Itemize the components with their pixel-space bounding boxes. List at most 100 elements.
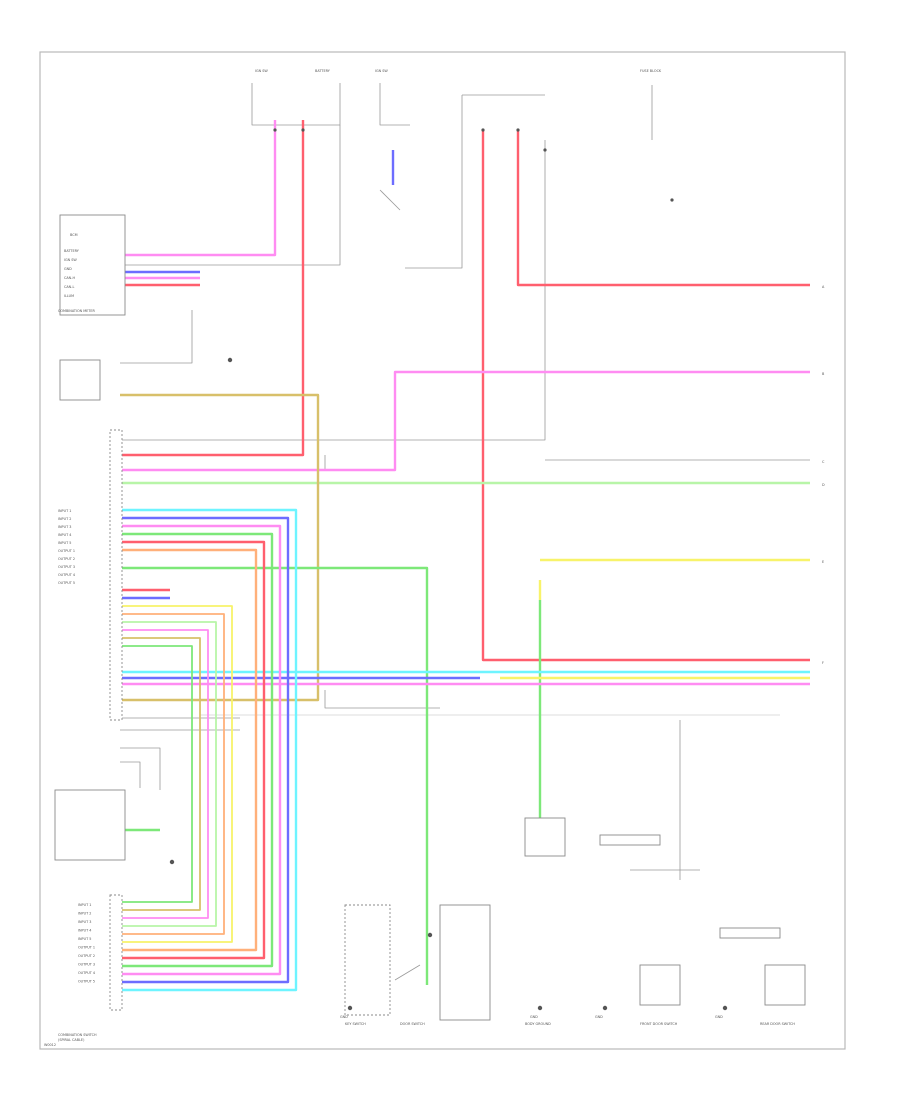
wire-loop-green [120, 532, 274, 968]
switch-bus-4 [120, 761, 141, 788]
ground-point-1 [537, 1005, 543, 1011]
wire-inner-lightgreen [120, 621, 217, 927]
front-door-switch-block [639, 964, 681, 1006]
fuse-label-1: BATTERY [315, 69, 331, 73]
fuse-terminal-5 [543, 148, 547, 152]
ground-point-4 [227, 357, 233, 363]
pin-label-mid-2: INPUT 3 [58, 525, 71, 529]
component-layer [54, 128, 806, 1021]
key-switch-frame [344, 904, 391, 1016]
wire-inner-green [120, 645, 193, 903]
ground-point-6 [427, 932, 433, 938]
pin-label-bottom-5: OUTPUT 1 [78, 946, 95, 950]
pin-label-bottom-4: INPUT 5 [78, 937, 91, 941]
wire-inner-yellow [120, 605, 233, 943]
bottom-label-0: KEY SWITCH [345, 1022, 366, 1026]
bottom-labels: KEY SWITCH DOOR SWITCH BODY GROUND FRONT DO… [340, 1015, 795, 1026]
bottom-label-4: REAR DOOR SWITCH [760, 1022, 795, 1026]
pin-label-top-4: CAN-L [64, 285, 74, 289]
ground-point-0 [347, 1005, 353, 1011]
wire-pink-right [120, 370, 810, 472]
edge-label-2: C [822, 460, 825, 464]
relay-box-outline [405, 95, 463, 269]
diagram-frame [39, 51, 846, 1050]
pin-label-bottom-0: INPUT 1 [78, 903, 91, 907]
relay-contact [379, 189, 401, 211]
left-block-title: COMBINATION METER [58, 309, 96, 313]
wire-inner-tan [120, 637, 201, 911]
wire-loop-blue [120, 516, 290, 984]
footer-code: W0012 [44, 1043, 56, 1047]
wire-red-right-lower [481, 130, 810, 662]
bottom-label-2: BODY GROUND [525, 1022, 551, 1026]
body-control-module-block [524, 817, 566, 857]
ignition-switch-block [59, 359, 101, 401]
wire-tan-loop [120, 393, 320, 702]
pin-label-top-3: CAN-H [64, 276, 75, 280]
pin-label-bottom-6: OUTPUT 2 [78, 954, 95, 958]
edge-label-5: F [822, 661, 824, 665]
ground-label-1: GND [530, 1015, 538, 1019]
wire-inner-orange [120, 613, 225, 935]
wire-layer [61, 83, 810, 992]
pin-label-top-5: ILLUM [64, 294, 74, 298]
combination-switch-sublabel: (SPIRAL CABLE) [58, 1038, 85, 1042]
fuse-terminal-1 [481, 128, 485, 132]
lower-mid-branch [324, 690, 440, 709]
pin-label-mid-7: OUTPUT 3 [58, 565, 75, 569]
pin-label-mid-6: OUTPUT 2 [58, 557, 75, 561]
pin-label-top-1: IGN SW [64, 258, 77, 262]
pin-label-bottom-8: OUTPUT 4 [78, 971, 95, 975]
wire-loop-cyan [120, 508, 298, 992]
fuse-label-3: FUSE BLOCK [640, 69, 662, 73]
wire-loop-red [120, 540, 266, 960]
fuse-terminal-4 [670, 198, 674, 202]
meter-return-line [120, 310, 193, 364]
pin-label-mid-1: INPUT 2 [58, 517, 71, 521]
edge-label-3: D [822, 483, 825, 487]
bat-feed-line [120, 140, 546, 441]
pin-label-mid-4: INPUT 5 [58, 541, 71, 545]
edge-label-4: E [822, 560, 824, 564]
ground-point-2 [602, 1005, 608, 1011]
pin-label-mid-0: INPUT 1 [58, 509, 71, 513]
switch-bus-3 [120, 747, 161, 790]
meter-chip-label: BCM [70, 233, 78, 237]
key-switch-contact [394, 964, 421, 981]
pin-label-mid-8: OUTPUT 4 [58, 573, 75, 577]
front-door-bracket [599, 834, 661, 846]
bcm-module-block [59, 214, 126, 316]
wire-inner-pink [120, 629, 209, 919]
wire-loop-orange [120, 548, 258, 952]
horn-switch-block [54, 789, 126, 861]
bottom-label-1: DOOR SWITCH [400, 1022, 425, 1026]
wire-loop-pink [120, 524, 282, 976]
pin-label-bottom-7: OUTPUT 3 [78, 963, 95, 967]
fuse-box-outline-2 [379, 83, 410, 126]
ground-label-0: GND [340, 1015, 348, 1019]
lower-switch-connector [109, 894, 123, 1011]
pin-label-mid-3: INPUT 4 [58, 533, 71, 537]
wire-red-left [120, 120, 305, 457]
ground-point-5 [169, 859, 175, 865]
pin-label-bottom-9: OUTPUT 5 [78, 980, 95, 984]
door-switch-assembly [439, 904, 491, 1021]
pin-label-bottom-2: INPUT 3 [78, 920, 91, 924]
pin-label-bottom-3: INPUT 4 [78, 929, 91, 933]
pin-label-top-2: GND [64, 267, 72, 271]
bottom-label-3: FRONT DOOR SWITCH [640, 1022, 678, 1026]
rear-door-switch-block [764, 964, 806, 1006]
pin-label-top-0: BATTERY [64, 249, 80, 253]
wire-pink-top-left [120, 120, 277, 257]
fuse-terminal-0 [301, 128, 305, 132]
combination-switch-connector [109, 429, 123, 721]
pin-label-mid-9: OUTPUT 5 [58, 581, 75, 585]
wire-green-door [120, 566, 429, 985]
pin-label-mid-5: OUTPUT 1 [58, 549, 75, 553]
fuse-label-0: IGN SW [255, 69, 268, 73]
ground-point-3 [722, 1005, 728, 1011]
edge-label-0: A [822, 285, 825, 289]
